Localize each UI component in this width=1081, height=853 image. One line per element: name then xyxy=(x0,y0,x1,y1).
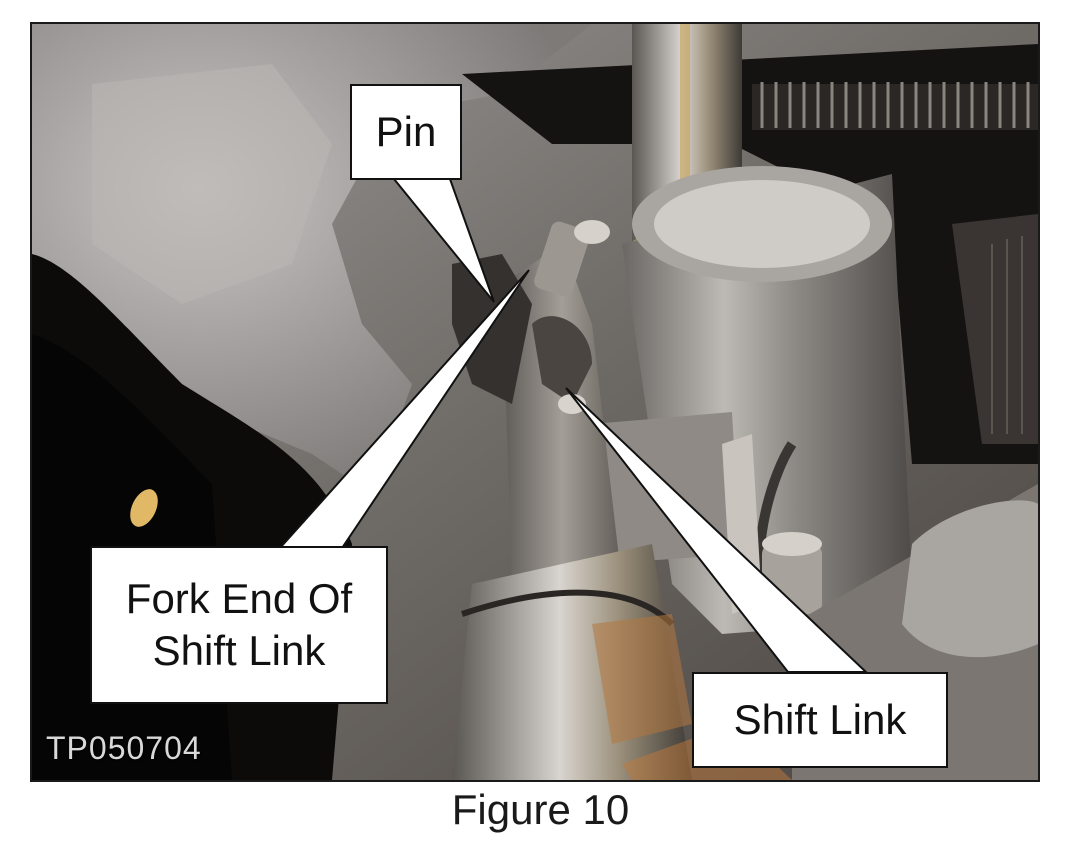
callout-fork-end-line2: Shift Link xyxy=(152,627,326,674)
callout-pin: Pin xyxy=(350,84,462,180)
callout-fork-end: Fork End Of Shift Link xyxy=(90,546,388,704)
callout-shift-link-label: Shift Link xyxy=(733,696,907,743)
figure-frame: Pin Fork End Of Shift Link Shift Link TP… xyxy=(30,22,1040,782)
shift-link-photo xyxy=(32,24,1038,780)
figure-caption: Figure 10 xyxy=(451,786,630,833)
photo-code: TP050704 xyxy=(46,730,202,766)
callout-shift-link: Shift Link xyxy=(692,672,948,768)
callout-fork-end-line1: Fork End Of xyxy=(125,575,353,622)
callout-pin-label: Pin xyxy=(375,108,437,155)
